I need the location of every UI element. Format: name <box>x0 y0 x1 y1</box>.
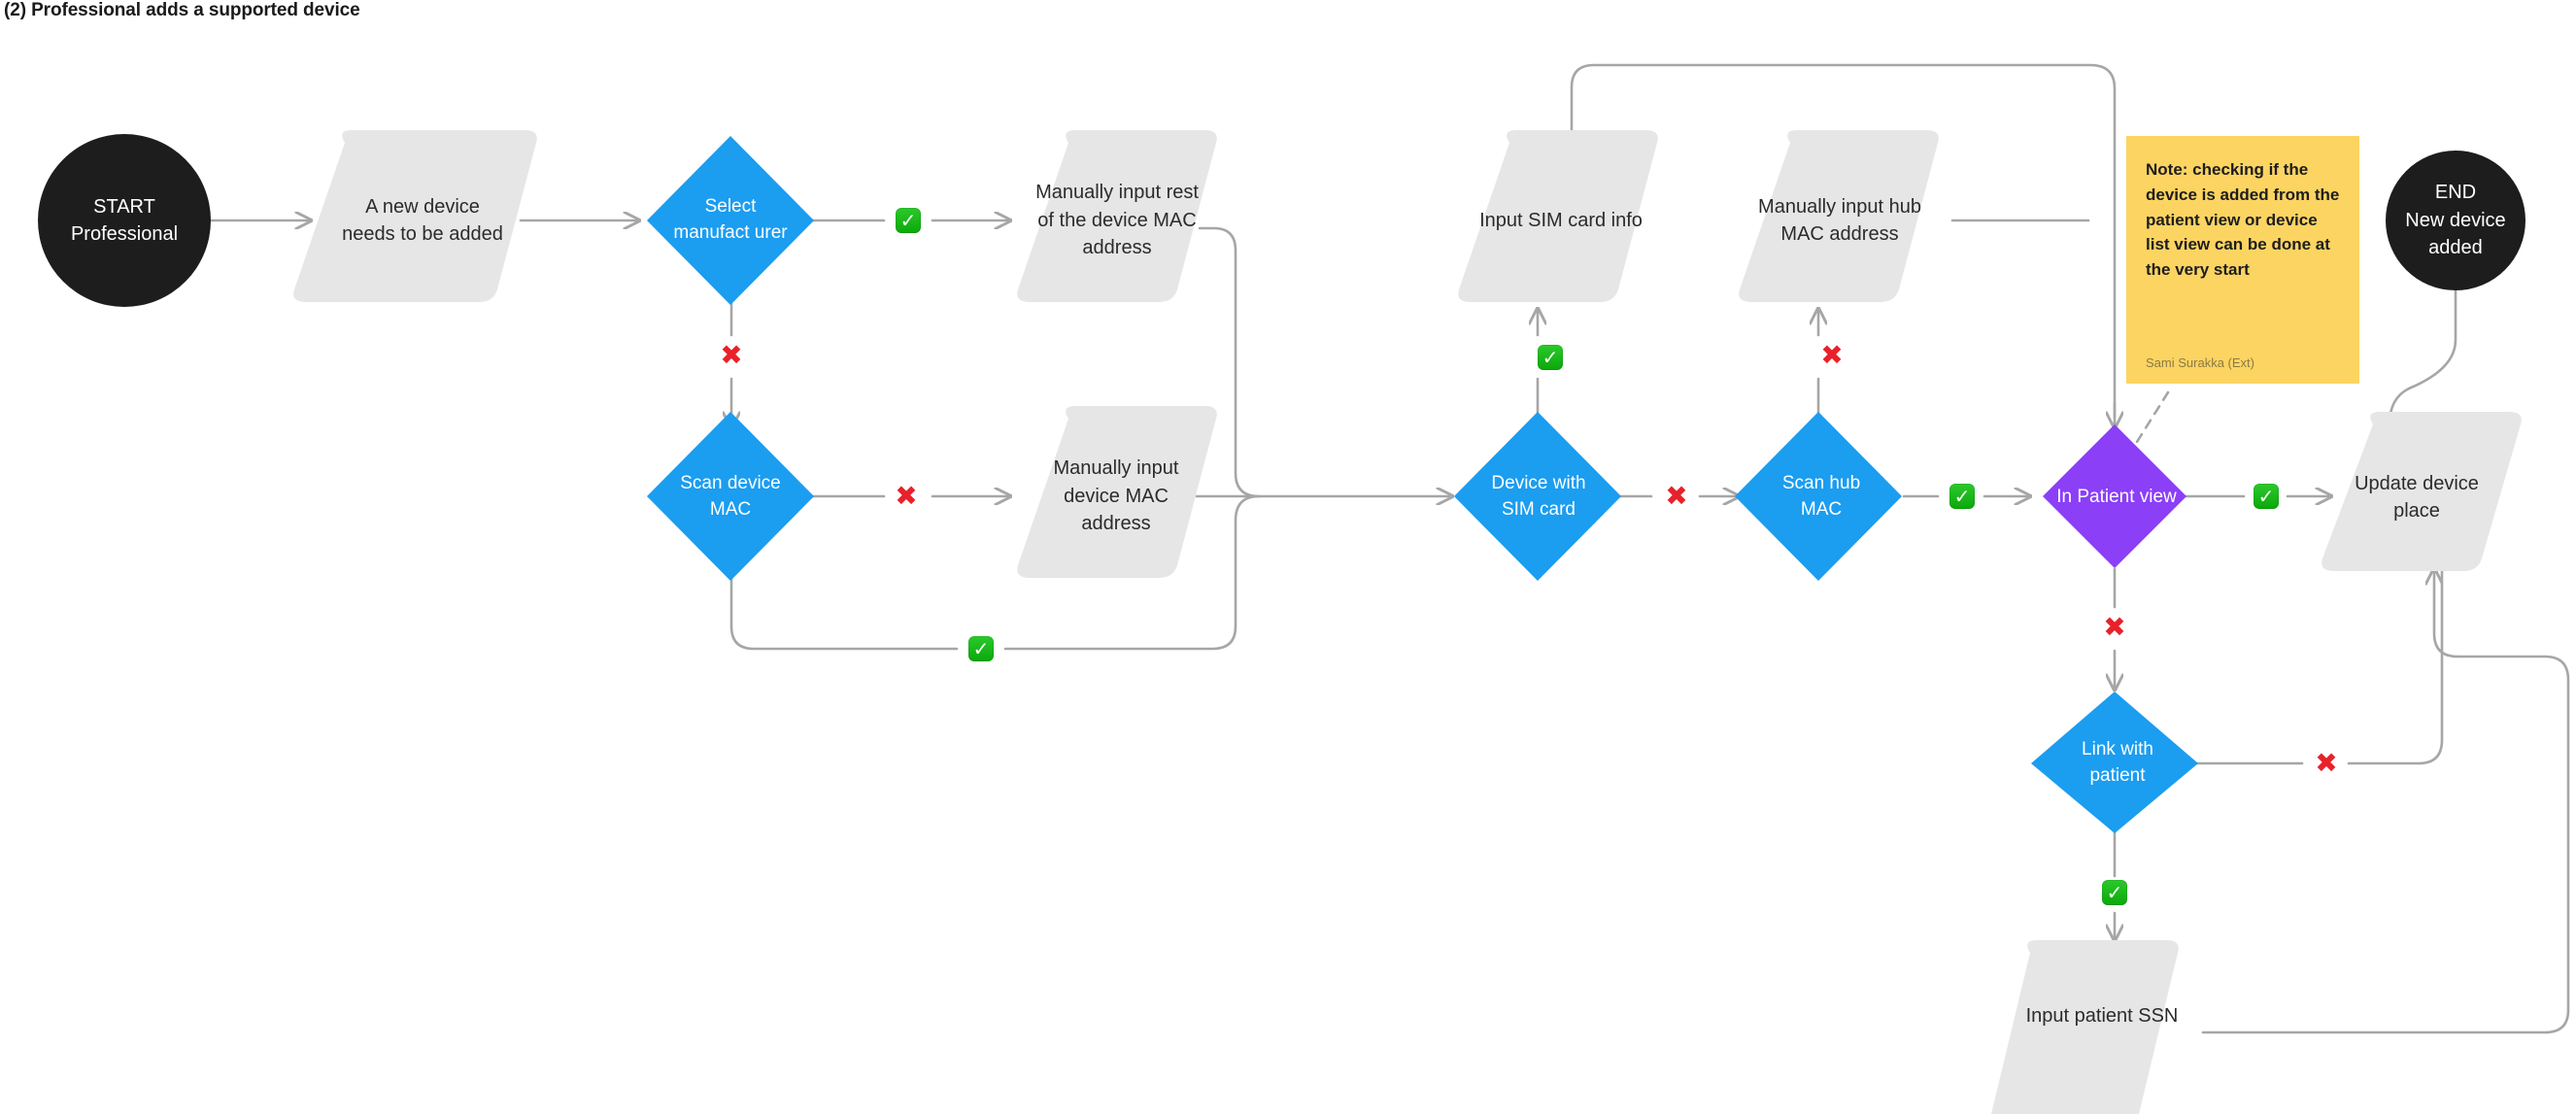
marker-yes-link-with-patient: ✓ <box>2102 880 2127 905</box>
edge-update-to-end <box>2388 243 2456 426</box>
edge-ssn-route <box>2201 655 2570 1034</box>
check-icon: ✓ <box>2102 880 2127 905</box>
node-in-patient-view[interactable] <box>2043 424 2186 568</box>
node-new-device[interactable] <box>293 130 537 302</box>
marker-no-scan-hub-mac-up: ✖ <box>1820 339 1844 371</box>
node-manual-hub-mac[interactable] <box>1739 130 1939 302</box>
page-title: (2) Professional adds a supported device <box>4 0 360 20</box>
sticky-note-text: Note: checking if the device is added fr… <box>2146 160 2340 280</box>
node-select-manufacturer[interactable] <box>647 136 814 305</box>
check-icon: ✓ <box>2254 484 2279 509</box>
edge-scandevice-yes-b <box>1003 494 1261 651</box>
marker-no-select-manufacturer: ✖ <box>720 339 743 371</box>
edge-scandevice-yes-a <box>729 561 959 651</box>
node-end[interactable] <box>2386 151 2525 290</box>
marker-yes-device-with-sim: ✓ <box>1538 345 1563 370</box>
check-icon: ✓ <box>896 208 921 233</box>
marker-no-device-with-sim: ✖ <box>1665 480 1688 512</box>
node-start[interactable] <box>38 134 211 307</box>
node-device-with-sim[interactable] <box>1454 412 1621 581</box>
marker-no-scan-device-mac: ✖ <box>895 480 918 512</box>
marker-no-link-with-patient: ✖ <box>2315 747 2338 779</box>
node-link-with-patient[interactable] <box>2031 692 2198 833</box>
edge-note-connector <box>2135 390 2170 444</box>
marker-no-in-patient-view: ✖ <box>2103 611 2126 643</box>
node-scan-device-mac[interactable] <box>647 412 814 581</box>
sticky-note-author: Sami Surakka (Ext) <box>2146 355 2254 370</box>
edge-ssn-to-update <box>2434 569 2459 658</box>
marker-yes-in-patient-view: ✓ <box>2254 484 2279 509</box>
check-icon: ✓ <box>968 636 994 661</box>
node-update-device-place[interactable] <box>2322 412 2522 571</box>
marker-yes-select-manufacturer: ✓ <box>896 208 921 233</box>
sticky-note[interactable]: Note: checking if the device is added fr… <box>2126 136 2359 384</box>
node-manual-rest-mac[interactable] <box>1017 130 1217 302</box>
check-icon: ✓ <box>1538 345 1563 370</box>
edge-restmac-to-junction <box>1198 226 1261 498</box>
node-input-sim[interactable] <box>1458 130 1658 302</box>
check-icon: ✓ <box>1949 484 1975 509</box>
node-input-patient-ssn[interactable] <box>1991 940 2179 1114</box>
marker-yes-scan-hub-mac: ✓ <box>1949 484 1975 509</box>
node-scan-hub-mac[interactable] <box>1735 412 1902 581</box>
node-manual-device-mac[interactable] <box>1017 406 1217 578</box>
marker-yes-scan-device-mac: ✓ <box>968 636 994 661</box>
